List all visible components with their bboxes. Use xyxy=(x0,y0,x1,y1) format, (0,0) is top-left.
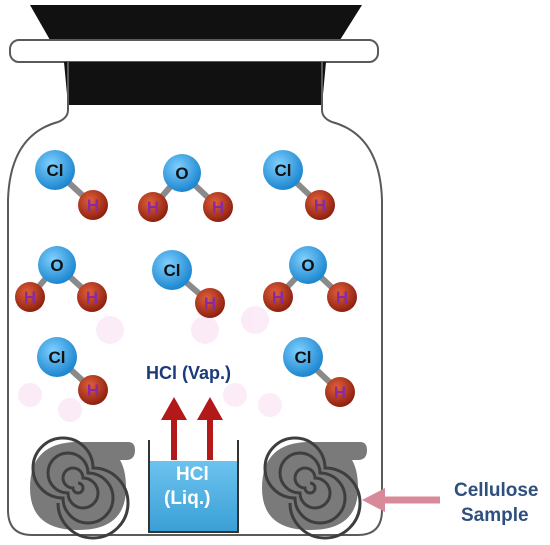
hydrogen-label: H xyxy=(272,288,284,307)
sample-label-line1: Cellulose xyxy=(454,480,539,501)
liquid-beaker xyxy=(148,440,239,533)
vapor-arrows xyxy=(161,397,223,460)
chlorine-label: Cl xyxy=(295,348,312,367)
hydrogen-atom xyxy=(305,190,335,220)
hydrogen-label: H xyxy=(86,288,98,307)
sample-pointer-arrow xyxy=(362,488,440,512)
hydrogen-label: H xyxy=(336,288,348,307)
hydrogen-atom xyxy=(78,375,108,405)
hydrogen-atom xyxy=(77,282,107,312)
jar-neck-lid xyxy=(64,62,326,105)
hcl-molecule: Cl H xyxy=(283,337,355,407)
oxygen-label: O xyxy=(301,256,314,275)
chlorine-label: Cl xyxy=(275,161,292,180)
hydrogen-atom xyxy=(203,192,233,222)
hydrogen-atom xyxy=(138,192,168,222)
chlorine-atom xyxy=(37,337,77,377)
arrowhead xyxy=(197,397,223,420)
hydrogen-atom xyxy=(325,377,355,407)
hydrogen-atom xyxy=(263,282,293,312)
hydrogen-atom xyxy=(195,288,225,318)
hydrogen-label: H xyxy=(314,196,326,215)
oxygen-atom xyxy=(289,246,327,284)
beaker-outline xyxy=(148,440,239,533)
hydrogen-label: H xyxy=(212,198,224,217)
arrowhead xyxy=(161,397,187,420)
chlorine-atom xyxy=(152,250,192,290)
water-molecule: O H H xyxy=(138,154,233,222)
hydrogen-label: H xyxy=(204,294,216,313)
hydrogen-label: H xyxy=(24,288,36,307)
hydrogen-label: H xyxy=(147,198,159,217)
cellulose-roll-left xyxy=(30,436,135,540)
oxygen-atom xyxy=(163,154,201,192)
background-ghost-molecules xyxy=(18,306,282,422)
hcl-molecule: Cl H xyxy=(263,150,335,220)
jar-body xyxy=(7,62,383,536)
water-molecule: O H H xyxy=(263,246,357,312)
hcl-molecule: Cl H xyxy=(37,337,108,405)
chlorine-atom xyxy=(283,337,323,377)
cellulose-roll-right xyxy=(262,436,367,540)
hcl-liquid xyxy=(149,461,238,532)
jar-rim xyxy=(9,39,379,63)
spiral xyxy=(31,436,130,540)
hydrogen-label: H xyxy=(334,383,346,402)
jar-lid xyxy=(30,5,362,40)
chlorine-label: Cl xyxy=(47,161,64,180)
sample-label-line2: Sample xyxy=(461,505,529,526)
spiral xyxy=(263,436,362,540)
chlorine-atom xyxy=(263,150,303,190)
hcl-molecule: Cl H xyxy=(35,150,108,220)
hydrogen-label: H xyxy=(87,196,99,215)
liquid-label-line2: (Liq.) xyxy=(164,488,211,509)
chlorine-label: Cl xyxy=(164,261,181,280)
water-molecule: O H H xyxy=(15,246,107,312)
hydrogen-label: H xyxy=(87,381,99,400)
hydrogen-atom xyxy=(327,282,357,312)
oxygen-label: O xyxy=(175,164,188,183)
chlorine-atom xyxy=(35,150,75,190)
oxygen-label: O xyxy=(50,256,63,275)
liquid-label-line1: HCl xyxy=(176,464,209,485)
hydrogen-atom xyxy=(15,282,45,312)
chlorine-label: Cl xyxy=(49,348,66,367)
hcl-molecule: Cl H xyxy=(152,250,225,318)
arrowhead xyxy=(362,488,385,512)
vapor-label: HCl (Vap.) xyxy=(146,363,232,383)
hydrogen-atom xyxy=(78,190,108,220)
oxygen-atom xyxy=(38,246,76,284)
